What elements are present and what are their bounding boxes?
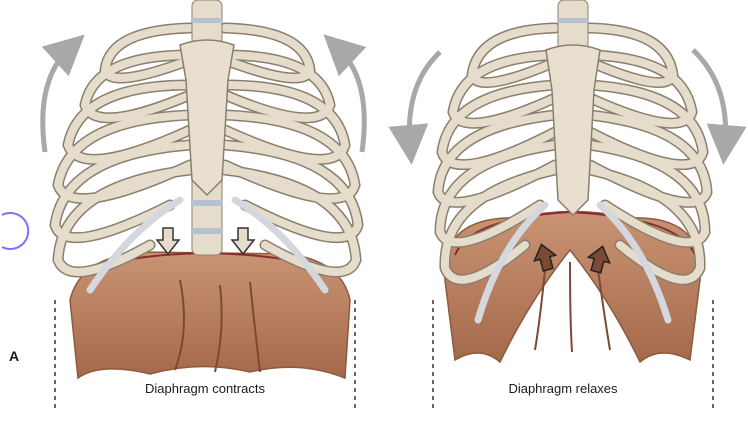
curved-arrow-down-icon bbox=[691, 48, 747, 165]
marker-circle bbox=[1, 212, 30, 250]
curved-arrow-down-icon bbox=[388, 50, 442, 165]
curved-arrow-up-icon bbox=[40, 34, 85, 153]
caption-contracts: Diaphragm contracts bbox=[145, 381, 265, 396]
right-sternum bbox=[545, 44, 601, 217]
panel-label: A bbox=[9, 348, 20, 364]
up-arrow-icon bbox=[533, 243, 611, 274]
curved-arrow-up-icon bbox=[323, 34, 367, 153]
caption-relaxes: Diaphragm relaxes bbox=[508, 381, 618, 396]
down-arrow-icon bbox=[155, 227, 256, 256]
left-ribcage bbox=[40, 0, 367, 410]
left-sternum bbox=[179, 39, 235, 197]
right-ribcage bbox=[388, 0, 747, 410]
